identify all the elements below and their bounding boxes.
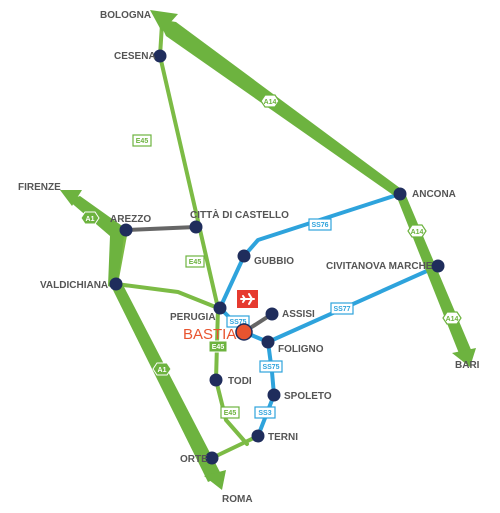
a1-south-segment xyxy=(109,282,222,482)
shield-ss75-foligno: SS75 xyxy=(259,360,283,373)
node-perugia xyxy=(213,301,227,315)
node-arezzo xyxy=(119,223,133,237)
node-ancona xyxy=(393,187,407,201)
airplane-icon xyxy=(237,290,258,308)
svg-text:E45: E45 xyxy=(136,138,149,145)
node-terni xyxy=(251,429,265,443)
svg-text:E45: E45 xyxy=(212,344,225,351)
shield-a1-top: A1 xyxy=(80,211,100,225)
road-valdichiana-perugia xyxy=(114,282,220,310)
node-valdichiana xyxy=(109,277,123,291)
a14-north-segment xyxy=(158,19,404,197)
svg-text:A14: A14 xyxy=(264,99,277,106)
node-assisi xyxy=(265,307,279,321)
label-cesena: CESENA xyxy=(114,51,156,62)
road-e45-todi-terni xyxy=(214,378,249,446)
svg-text:A1: A1 xyxy=(86,216,95,223)
node-citta-di-castello xyxy=(189,220,203,234)
svg-text:SS75: SS75 xyxy=(262,364,279,371)
node-spoleto xyxy=(267,388,281,402)
svg-text:E45: E45 xyxy=(224,410,237,417)
label-spoleto: SPOLETO xyxy=(284,391,332,402)
city-nodes xyxy=(109,49,445,465)
road-orte-terni xyxy=(210,434,260,460)
label-perugia: PERUGIA xyxy=(170,312,216,323)
shield-e45-todi: E45 xyxy=(220,406,240,419)
road-ss76 xyxy=(242,192,402,258)
label-gubbio: GUBBIO xyxy=(254,256,294,267)
shield-e45-perugia: E45 xyxy=(208,340,228,353)
shield-a14-top: A14 xyxy=(260,94,280,108)
node-civitanova xyxy=(431,259,445,273)
road-gubbio-perugia xyxy=(218,254,246,310)
label-firenze: FIRENZE xyxy=(18,182,61,193)
road-e45-cesena-perugia xyxy=(158,54,220,310)
shield-ss76: SS76 xyxy=(308,218,332,231)
label-foligno: FOLIGNO xyxy=(278,344,324,355)
a1-north-segment xyxy=(68,196,125,290)
shield-e45-mid: E45 xyxy=(185,255,205,268)
label-orte: ORTE xyxy=(180,454,208,465)
e45-roads xyxy=(114,22,260,460)
shield-e45-top: E45 xyxy=(132,134,152,147)
bastia-marker xyxy=(235,323,253,341)
shield-a1-low: A1 xyxy=(152,362,172,376)
bari-arrow xyxy=(452,348,476,367)
label-citta-di-castello: CITTÀ DI CASTELLO xyxy=(190,208,289,221)
shield-ss77: SS77 xyxy=(330,302,354,315)
svg-text:SS77: SS77 xyxy=(333,306,350,313)
label-civitanova: CIVITANOVA MARCHE xyxy=(326,261,433,272)
shield-a14-low: A14 xyxy=(442,311,462,325)
svg-text:A14: A14 xyxy=(446,316,459,323)
label-roma: ROMA xyxy=(222,494,253,505)
node-foligno xyxy=(261,335,275,349)
svg-text:SS3: SS3 xyxy=(258,410,271,417)
shield-a14-mid: A14 xyxy=(407,224,427,238)
svg-text:A14: A14 xyxy=(411,229,424,236)
firenze-arrow xyxy=(60,190,82,206)
node-todi xyxy=(209,373,223,387)
label-ancona: ANCONA xyxy=(412,189,456,200)
svg-text:SS75: SS75 xyxy=(229,319,246,326)
label-bari: BARI xyxy=(455,360,480,371)
node-gubbio xyxy=(237,249,251,263)
label-valdichiana: VALDICHIANA xyxy=(40,280,108,291)
roma-arrow xyxy=(204,470,226,490)
label-assisi: ASSISI xyxy=(282,309,315,320)
a14-south-segment xyxy=(396,191,472,356)
label-todi: TODI xyxy=(228,376,252,387)
node-cesena xyxy=(153,49,167,63)
label-bologna: BOLOGNA xyxy=(100,10,151,21)
node-orte xyxy=(205,451,219,465)
bologna-arrow xyxy=(150,10,178,32)
svg-text:SS76: SS76 xyxy=(311,222,328,229)
label-arezzo: AREZZO xyxy=(110,214,151,225)
label-bastia: BASTIA xyxy=(183,326,236,343)
road-arezzo-castello xyxy=(124,225,198,232)
label-terni: TERNI xyxy=(268,432,298,443)
road-shields: A14 A14 A14 A1 A1 E45 E45 E45 xyxy=(80,94,462,419)
svg-text:E45: E45 xyxy=(189,259,202,266)
shield-ss3: SS3 xyxy=(254,406,276,419)
svg-text:A1: A1 xyxy=(158,367,167,374)
